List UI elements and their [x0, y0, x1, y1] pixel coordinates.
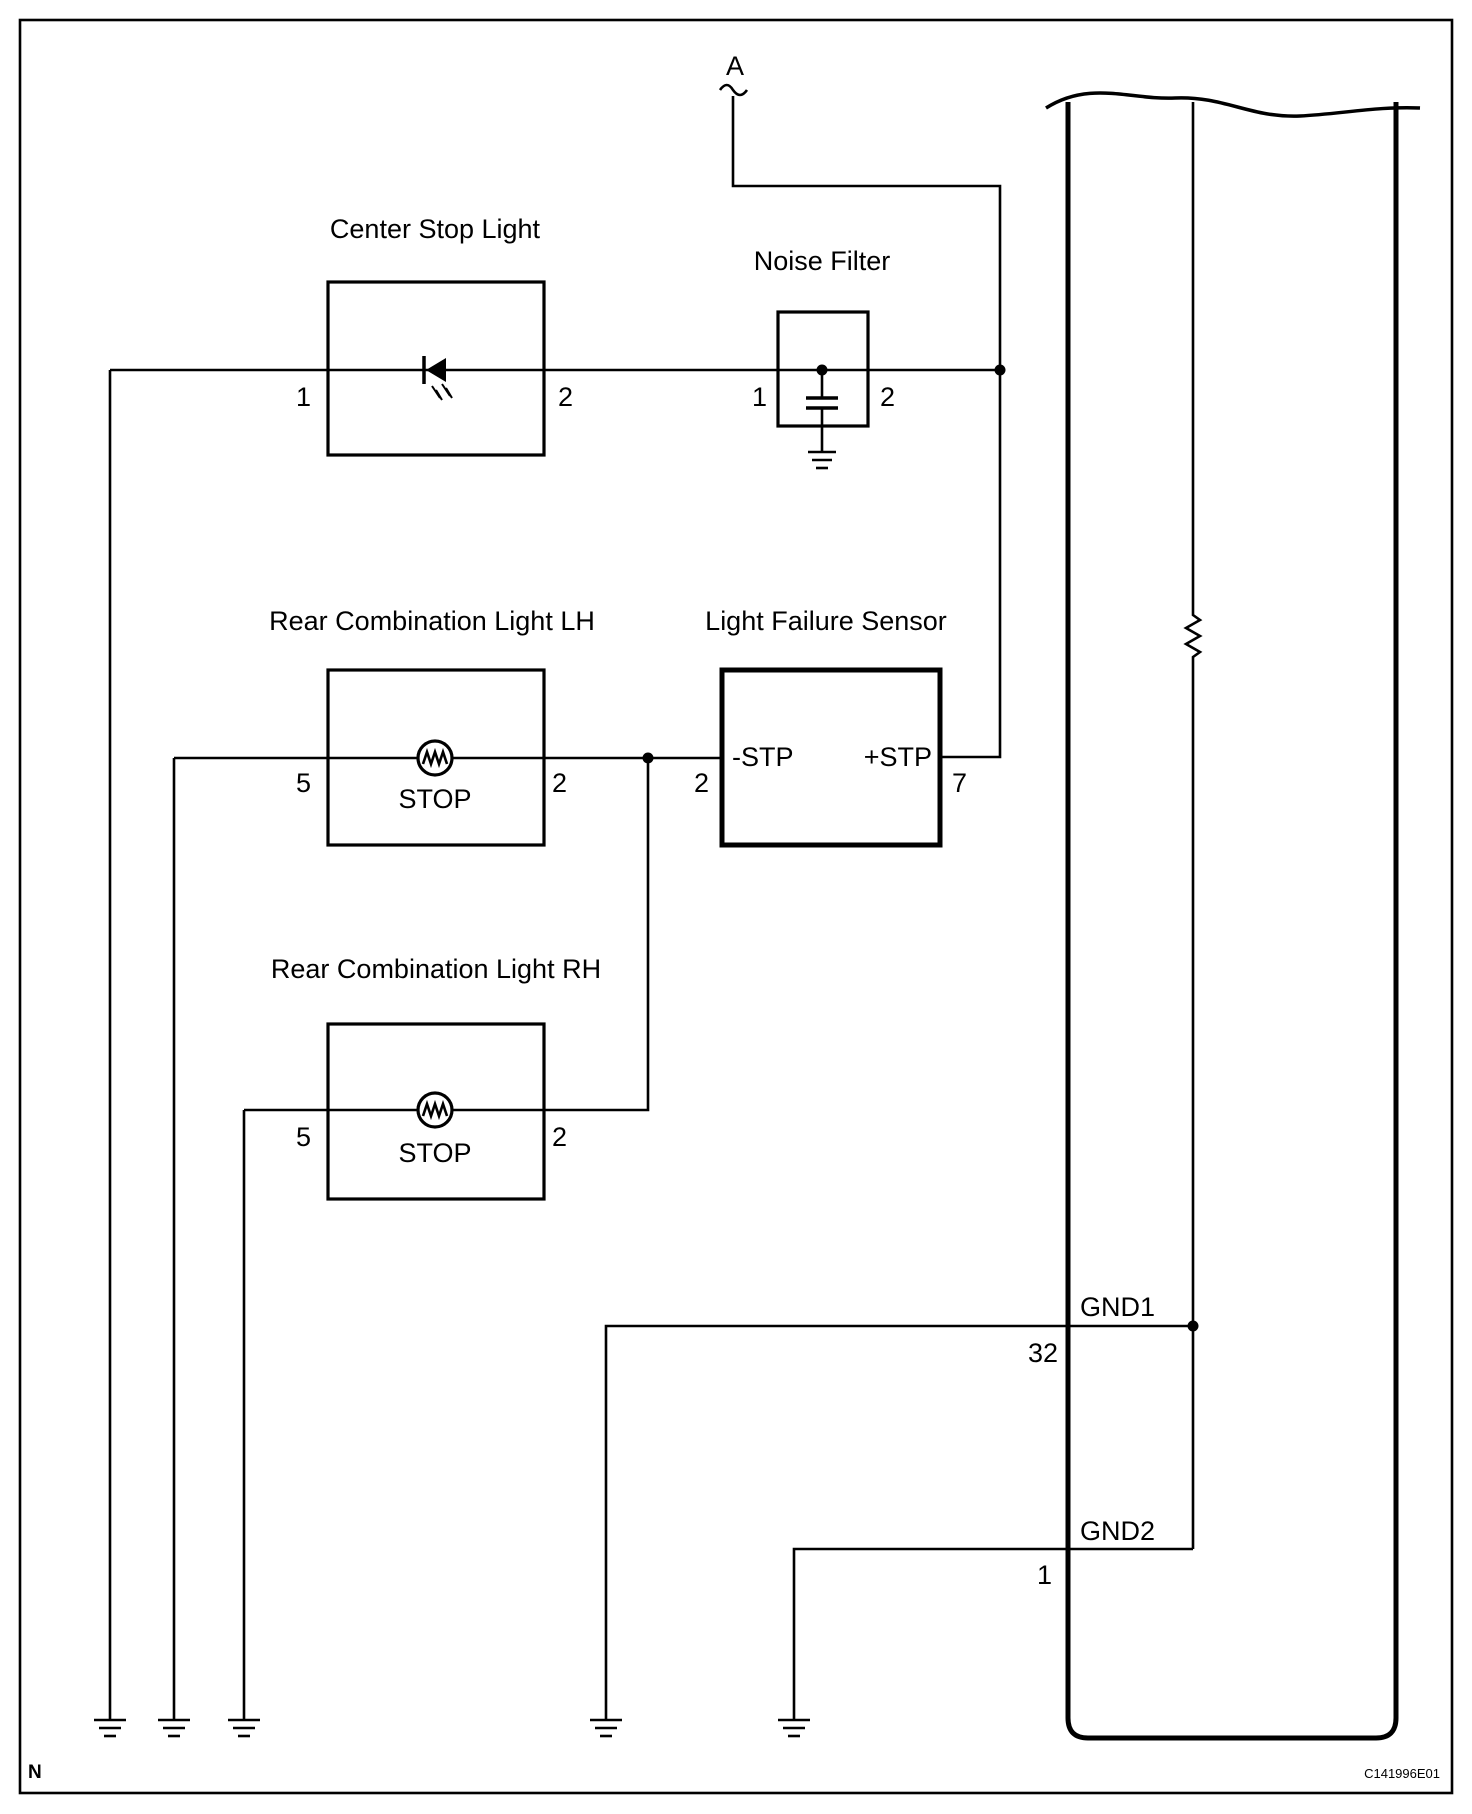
center-stop-light-pin-right: 2 — [558, 382, 573, 412]
ground-icon — [590, 1718, 622, 1738]
noise-filter-pin-right: 2 — [880, 382, 895, 412]
lfs-term-minus-stp: -STP — [732, 742, 794, 772]
gnd1-label: GND1 — [1080, 1292, 1155, 1322]
ground-icon — [228, 1718, 260, 1738]
rh-bulb-icon — [416, 1091, 454, 1129]
noise-filter-pin-left: 1 — [752, 382, 767, 412]
rear-lh-pin-left: 5 — [296, 768, 311, 798]
noise-filter-title: Noise Filter — [754, 246, 891, 276]
rear-combination-light-lh: Rear Combination Light LH STOP 5 2 — [172, 606, 720, 1720]
connector-a-tilde — [718, 83, 749, 97]
led-icon — [422, 356, 453, 401]
connector-a: A — [718, 51, 1006, 759]
lfs-term-plus-stp: +STP — [864, 742, 932, 772]
ground-icon — [158, 1718, 190, 1738]
light-failure-sensor: Light Failure Sensor -STP +STP 2 7 — [694, 606, 967, 848]
lh-bulb-icon — [416, 739, 454, 777]
gnd1-terminal: GND1 32 — [604, 1292, 1193, 1720]
capacitor-icon — [806, 364, 838, 470]
connector-a-label: A — [726, 51, 744, 81]
rear-combination-light-rh: Rear Combination Light RH STOP 5 2 — [242, 954, 601, 1720]
rear-rh-pin-right: 2 — [552, 1122, 567, 1152]
supply-wire — [731, 96, 1002, 759]
diagram-frame — [18, 18, 1454, 1795]
center-stop-light-pin-left: 1 — [296, 382, 311, 412]
rear-rh-title: Rear Combination Light RH — [271, 954, 601, 984]
ecu-block — [1045, 91, 1421, 1741]
ground-icon — [778, 1718, 810, 1738]
lfs-pin-left: 2 — [694, 768, 709, 798]
ecu-internal-line — [1183, 102, 1203, 1549]
light-failure-sensor-box — [719, 667, 943, 848]
gnd2-terminal: GND2 1 — [792, 1516, 1193, 1720]
light-failure-sensor-title: Light Failure Sensor — [705, 606, 947, 636]
center-stop-light: Center Stop Light 1 2 — [108, 214, 573, 1720]
gnd2-pin: 1 — [1037, 1560, 1052, 1590]
ecu-break-line — [1045, 91, 1421, 118]
corner-mark: N — [28, 1762, 42, 1783]
figure-code: C141996E01 — [1364, 1766, 1440, 1781]
rear-lh-pin-right: 2 — [552, 768, 567, 798]
rear-rh-lamp-label: STOP — [398, 1138, 471, 1168]
rh-link-wire — [544, 758, 650, 1112]
center-stop-light-title: Center Stop Light — [330, 214, 541, 244]
gnd2-label: GND2 — [1080, 1516, 1155, 1546]
rear-lh-lamp-label: STOP — [398, 784, 471, 814]
gnd1-pin: 32 — [1028, 1338, 1058, 1368]
noise-filter: Noise Filter 1 2 — [544, 246, 1000, 470]
lfs-pin-right: 7 — [952, 768, 967, 798]
ground-icon — [94, 1718, 126, 1738]
rear-rh-pin-left: 5 — [296, 1122, 311, 1152]
rear-lh-title: Rear Combination Light LH — [269, 606, 595, 636]
